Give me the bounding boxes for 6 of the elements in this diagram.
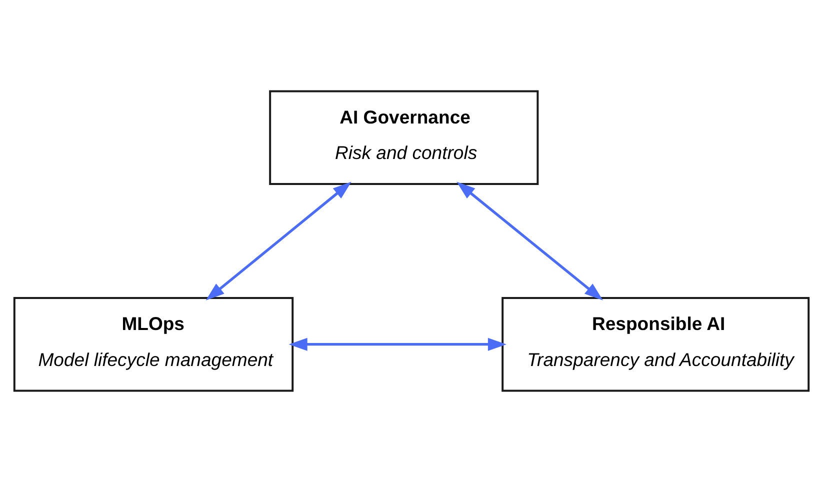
arrow: [206, 182, 352, 300]
arrow: [288, 338, 507, 351]
node-box: AI Governance Risk and controls: [269, 90, 539, 186]
arrow: [456, 182, 603, 300]
node-box: MLOps Model lifecycle management: [13, 296, 294, 392]
node-box: Responsible AI Transparency and Accountability: [502, 296, 810, 392]
